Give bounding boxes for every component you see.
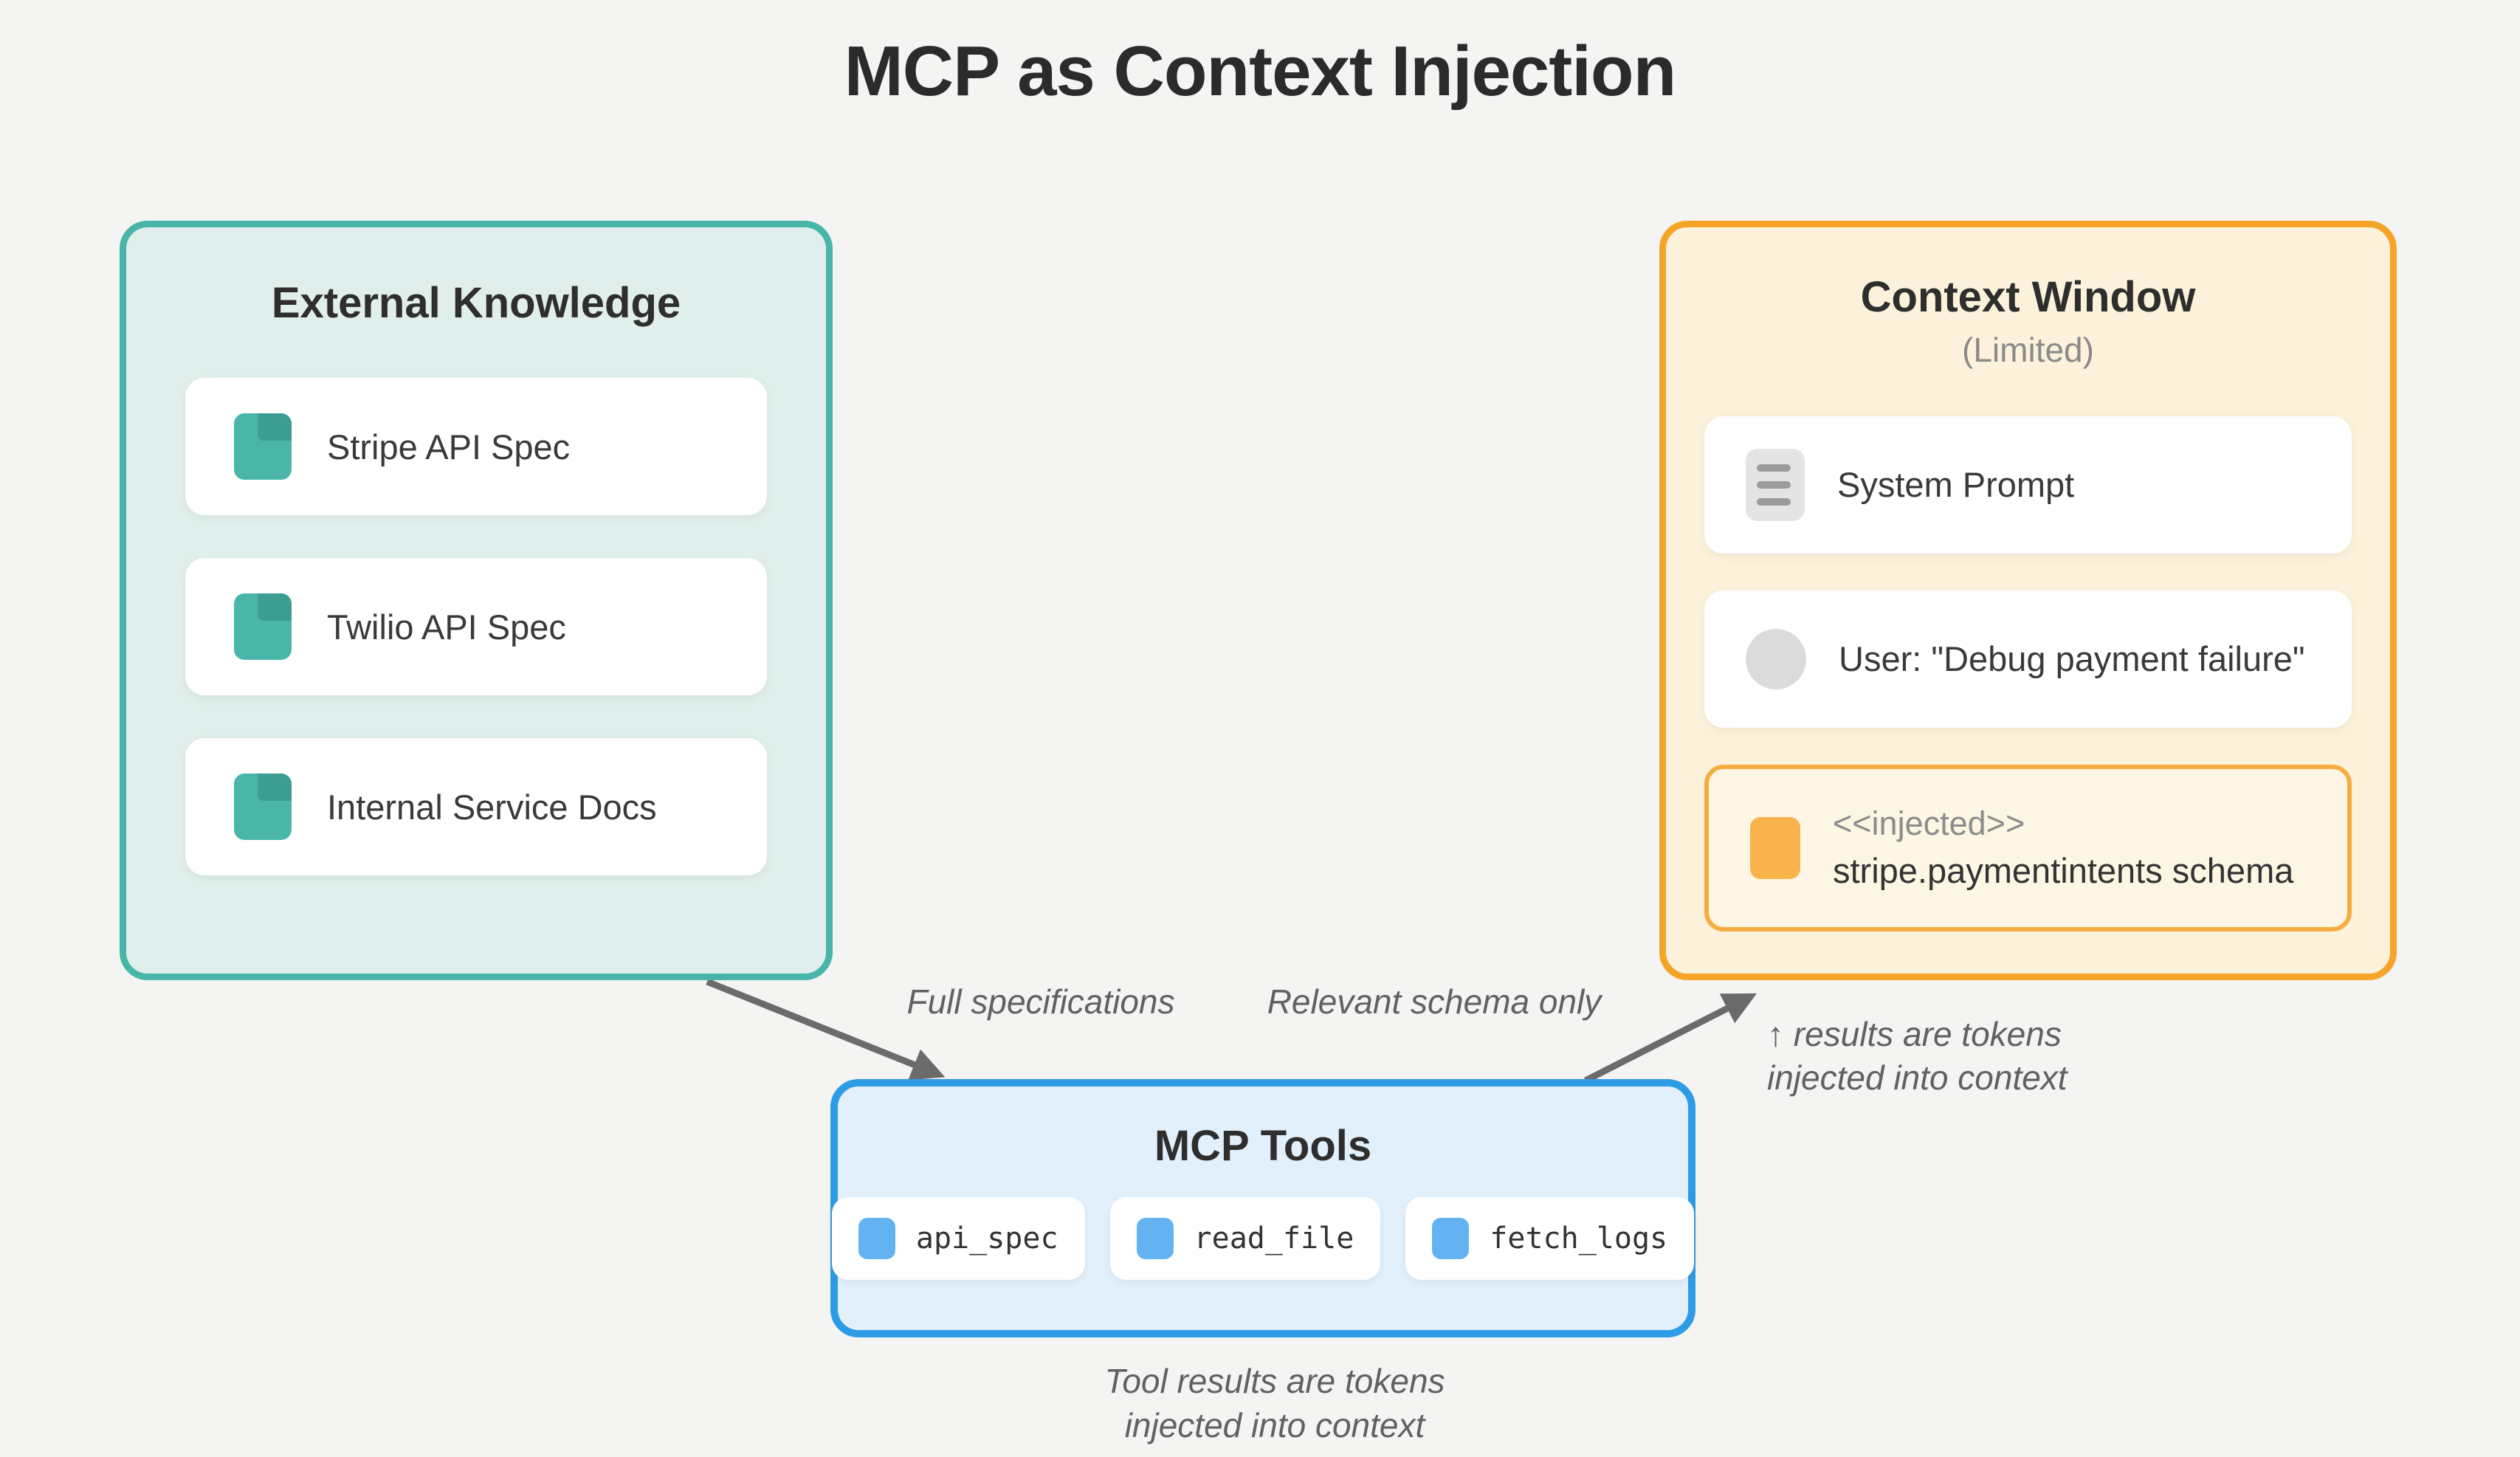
tool-results-note-line2: injected into context: [1124, 1405, 1425, 1444]
tool-chip-label: read_file: [1194, 1222, 1354, 1256]
mcp-tools-panel: MCP Tools api_spec read_file fetch_logs: [830, 1079, 1696, 1337]
injected-block-icon: [1750, 816, 1800, 879]
tool-chip-fetch-logs: fetch_logs: [1405, 1197, 1695, 1280]
knowledge-item-label: Internal Service Docs: [327, 787, 657, 827]
document-icon: [234, 774, 292, 840]
arrow-external-to-mcp: [706, 978, 946, 1081]
knowledge-item-internal-docs: Internal Service Docs: [185, 738, 767, 875]
external-knowledge-panel: External Knowledge Stripe API Spec Twili…: [120, 221, 833, 980]
context-item-system-prompt: System Prompt: [1704, 416, 2352, 554]
arrow-mcp-to-context: [1583, 993, 1758, 1084]
context-item-user-message: User: "Debug payment failure": [1704, 590, 2352, 728]
knowledge-item-label: Twilio API Spec: [327, 607, 566, 647]
context-item-label: System Prompt: [1837, 465, 2075, 505]
tool-chip-api-spec: api_spec: [831, 1197, 1085, 1280]
knowledge-item-label: Stripe API Spec: [327, 427, 571, 466]
tool-block-icon: [858, 1218, 895, 1259]
document-icon: [234, 593, 292, 660]
context-item-label: User: "Debug payment failure": [1839, 639, 2305, 679]
context-window-list: System Prompt User: "Debug payment failu…: [1704, 416, 2352, 931]
context-window-subtitle: (Limited): [1962, 331, 2094, 369]
tool-chip-read-file: read_file: [1109, 1197, 1381, 1280]
tool-block-icon: [1136, 1218, 1174, 1259]
external-knowledge-list: Stripe API Spec Twilio API Spec Internal…: [185, 378, 767, 875]
context-item-injected-schema: <<injected>> stripe.paymentintents schem…: [1704, 764, 2352, 931]
knowledge-item-stripe: Stripe API Spec: [185, 378, 767, 515]
results-tokens-note-line1: ↑ results are tokens: [1767, 1015, 2062, 1053]
mcp-tools-title: MCP Tools: [1154, 1122, 1372, 1170]
tool-block-icon: [1432, 1218, 1470, 1259]
injected-tag: <<injected>>: [1833, 805, 2025, 843]
external-knowledge-title: External Knowledge: [271, 279, 681, 327]
mcp-tools-list: api_spec read_file fetch_logs: [831, 1197, 1695, 1280]
results-tokens-note-line2: injected into context: [1767, 1058, 2068, 1097]
arrow-label-relevant-schema: Relevant schema only: [1267, 982, 1602, 1021]
knowledge-item-twilio: Twilio API Spec: [185, 558, 767, 695]
tool-chip-label: api_spec: [915, 1222, 1058, 1256]
context-window-panel: Context Window (Limited) System Prompt U…: [1659, 221, 2397, 980]
tool-results-note: Tool results are tokens injected into co…: [1104, 1360, 1445, 1448]
context-window-title: Context Window: [1860, 273, 2196, 321]
results-tokens-note: ↑ results are tokens injected into conte…: [1767, 1013, 2180, 1100]
page-title: MCP as Context Injection: [844, 32, 1676, 111]
text-lines-icon: [1746, 448, 1805, 521]
arrow-label-full-specifications: Full specifications: [906, 982, 1175, 1021]
user-circle-icon: [1746, 628, 1806, 689]
document-icon: [234, 413, 292, 480]
injected-label: stripe.paymentintents schema: [1833, 851, 2294, 891]
tool-chip-label: fetch_logs: [1490, 1222, 1668, 1256]
tool-results-note-line1: Tool results are tokens: [1104, 1362, 1445, 1400]
